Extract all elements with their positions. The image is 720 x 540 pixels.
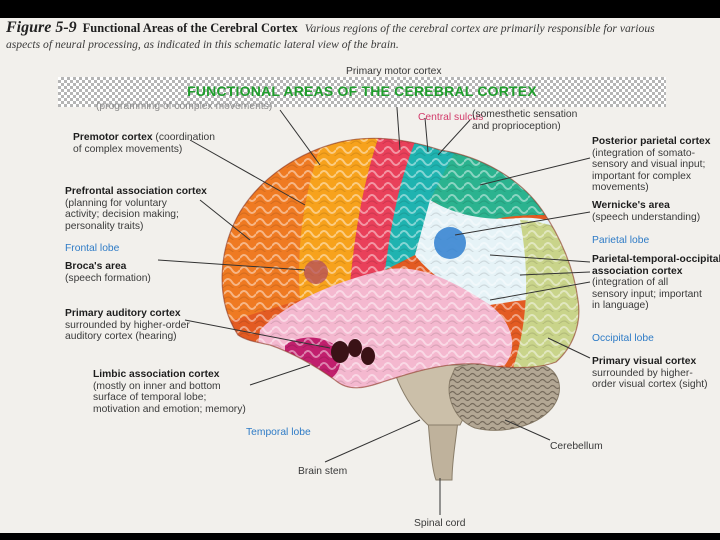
- prefrontal-name: Prefrontal association cortex: [65, 186, 207, 197]
- wernicke-name: Wernicke's area: [592, 200, 670, 211]
- somatosensory-label: (somesthetic sensation and proprioceptio…: [472, 109, 577, 132]
- posterior-parietal-desc2: sensory and visual input;: [592, 159, 706, 171]
- wernicke-label: Wernicke's area (speech understanding): [592, 200, 700, 223]
- temporal-lobe-label: Temporal lobe: [246, 427, 311, 438]
- pto-name2: association cortex: [592, 265, 683, 277]
- primary-visual-name: Primary visual cortex: [592, 356, 697, 367]
- central-sulcus-name: Central sulcus: [418, 112, 484, 123]
- limbic-desc1: (mostly on inner and bottom: [93, 380, 221, 392]
- premotor-name: Premotor cortex: [73, 132, 153, 143]
- pto-desc3: in language): [592, 300, 649, 312]
- auditory-cortex-marker-2: [348, 339, 362, 357]
- supplementary-motor-label: (programming of complex movements): [96, 101, 272, 113]
- title-banner: FUNCTIONAL AREAS OF THE CEREBRAL CORTEX: [58, 77, 666, 107]
- bottom-black-bar: [0, 533, 720, 540]
- prefrontal-desc2: activity; decision making;: [65, 209, 179, 221]
- supplementary-motor-desc: (programming of complex movements): [96, 101, 273, 112]
- banner-title: FUNCTIONAL AREAS OF THE CEREBRAL CORTEX: [187, 83, 537, 99]
- premotor-desc2: of complex movements): [73, 143, 183, 155]
- primary-motor-label: Primary motor cortex: [346, 66, 442, 78]
- prefrontal-label: Prefrontal association cortex (planning …: [65, 186, 207, 232]
- leader-lines: [157, 79, 591, 515]
- premotor-label: Premotor cortex (coordination of complex…: [73, 132, 215, 155]
- primary-motor-name: Primary motor cortex: [346, 66, 442, 77]
- central-sulcus-label: Central sulcus: [418, 112, 483, 124]
- posterior-parietal-desc3: important for complex: [592, 170, 692, 182]
- primary-auditory-desc2: auditory cortex (hearing): [65, 331, 177, 343]
- broca-label: Broca's area (speech formation): [65, 261, 151, 284]
- primary-visual-desc1: surrounded by higher-: [592, 367, 693, 379]
- posterior-parietal-label: Posterior parietal cortex (integration o…: [592, 136, 710, 194]
- figure-caption-line1: Various regions of the cerebral cortex a…: [304, 22, 655, 35]
- broca-area-marker: [304, 260, 328, 284]
- pto-name1: Parietal-temporal-occipital: [592, 254, 720, 265]
- limbic-desc3: motivation and emotion; memory): [93, 403, 246, 415]
- figure-caption-line2: aspects of neural processing, as indicat…: [6, 38, 399, 51]
- spinal-cord-shape: [427, 419, 459, 481]
- limbic-label: Limbic association cortex (mostly on inn…: [93, 369, 246, 415]
- posterior-parietal-desc1: (integration of somato-: [592, 147, 696, 159]
- somatosensory-desc1: (somesthetic sensation: [472, 109, 578, 120]
- pto-label: Parietal-temporal-occipital association …: [592, 254, 720, 312]
- prefrontal-desc1: (planning for voluntary: [65, 197, 167, 209]
- primary-visual-label: Primary visual cortex surrounded by high…: [592, 356, 708, 391]
- brain-stem-label: Brain stem: [298, 466, 348, 477]
- posterior-parietal-name: Posterior parietal cortex: [592, 136, 711, 147]
- broca-name: Broca's area: [65, 261, 127, 272]
- parietal-lobe-label: Parietal lobe: [592, 235, 650, 246]
- pto-desc2: sensory input; important: [592, 288, 702, 300]
- premotor-desc1: (coordination: [155, 132, 215, 143]
- auditory-cortex-marker-3: [361, 347, 375, 365]
- limbic-desc2: surface of temporal lobe;: [93, 392, 207, 404]
- primary-auditory-name: Primary auditory cortex: [65, 308, 181, 319]
- cerebellum-label: Cerebellum: [550, 441, 603, 452]
- top-black-bar: [0, 0, 720, 18]
- wernicke-area-marker: [434, 227, 466, 259]
- figure-number: Figure 5-9: [6, 19, 77, 36]
- primary-auditory-label: Primary auditory cortex surrounded by hi…: [65, 308, 190, 343]
- limbic-name: Limbic association cortex: [93, 369, 220, 380]
- somatosensory-desc2: and proprioception): [472, 120, 561, 132]
- wernicke-desc: (speech understanding): [592, 211, 701, 223]
- figure-heading: Figure 5-9 Functional Areas of the Cerebr…: [6, 20, 714, 53]
- pto-desc1: (integration of all: [592, 277, 669, 289]
- spinal-cord-label: Spinal cord: [414, 518, 466, 529]
- primary-visual-desc2: order visual cortex (sight): [592, 379, 708, 391]
- broca-desc: (speech formation): [65, 272, 151, 284]
- auditory-cortex-marker-1: [331, 341, 349, 363]
- frontal-lobe-label: Frontal lobe: [65, 243, 120, 254]
- primary-auditory-desc1: surrounded by higher-order: [65, 319, 190, 331]
- figure-title: Functional Areas of the Cerebral Cortex: [82, 21, 298, 35]
- occipital-lobe-label: Occipital lobe: [592, 333, 654, 344]
- posterior-parietal-desc4: movements): [592, 182, 649, 194]
- cerebrum: [222, 138, 579, 388]
- prefrontal-desc3: personality traits): [65, 220, 144, 232]
